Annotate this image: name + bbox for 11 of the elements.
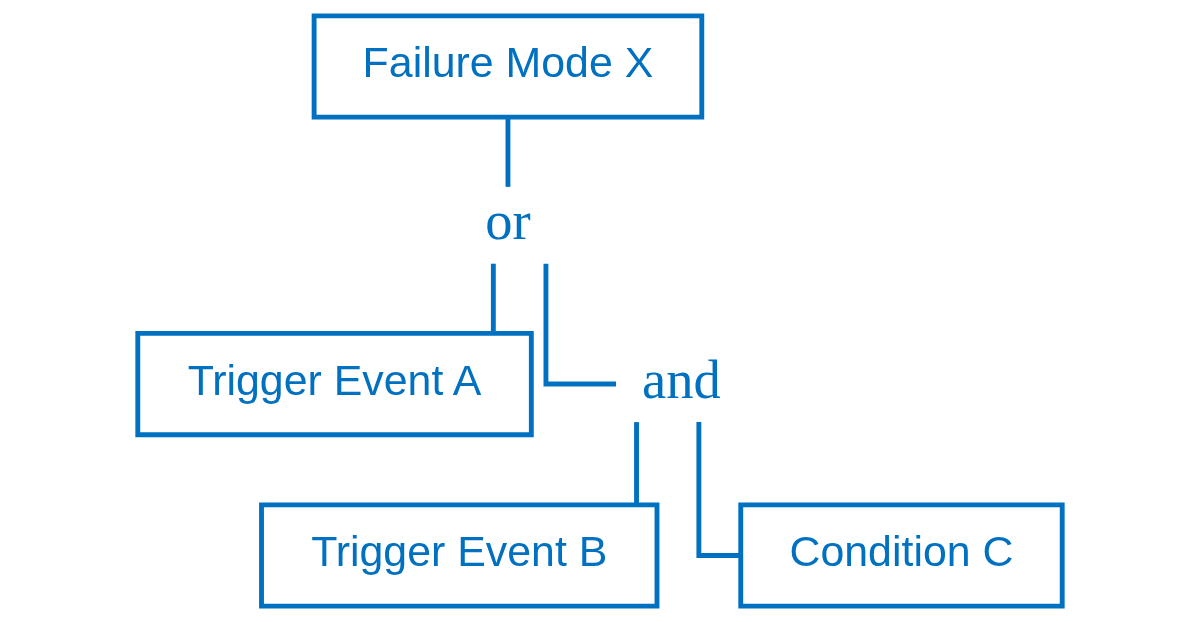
connector xyxy=(633,422,639,505)
node-box: Trigger Event B xyxy=(258,502,659,609)
node-text: or xyxy=(484,189,531,251)
node-text: and xyxy=(641,348,721,410)
node-box: Trigger Event A xyxy=(134,330,534,438)
node-box: Failure Mode X xyxy=(311,13,704,120)
connector xyxy=(490,263,496,334)
node-box: Condition C xyxy=(737,502,1065,609)
connector xyxy=(695,422,740,558)
connector xyxy=(505,117,510,187)
connector xyxy=(543,263,616,387)
